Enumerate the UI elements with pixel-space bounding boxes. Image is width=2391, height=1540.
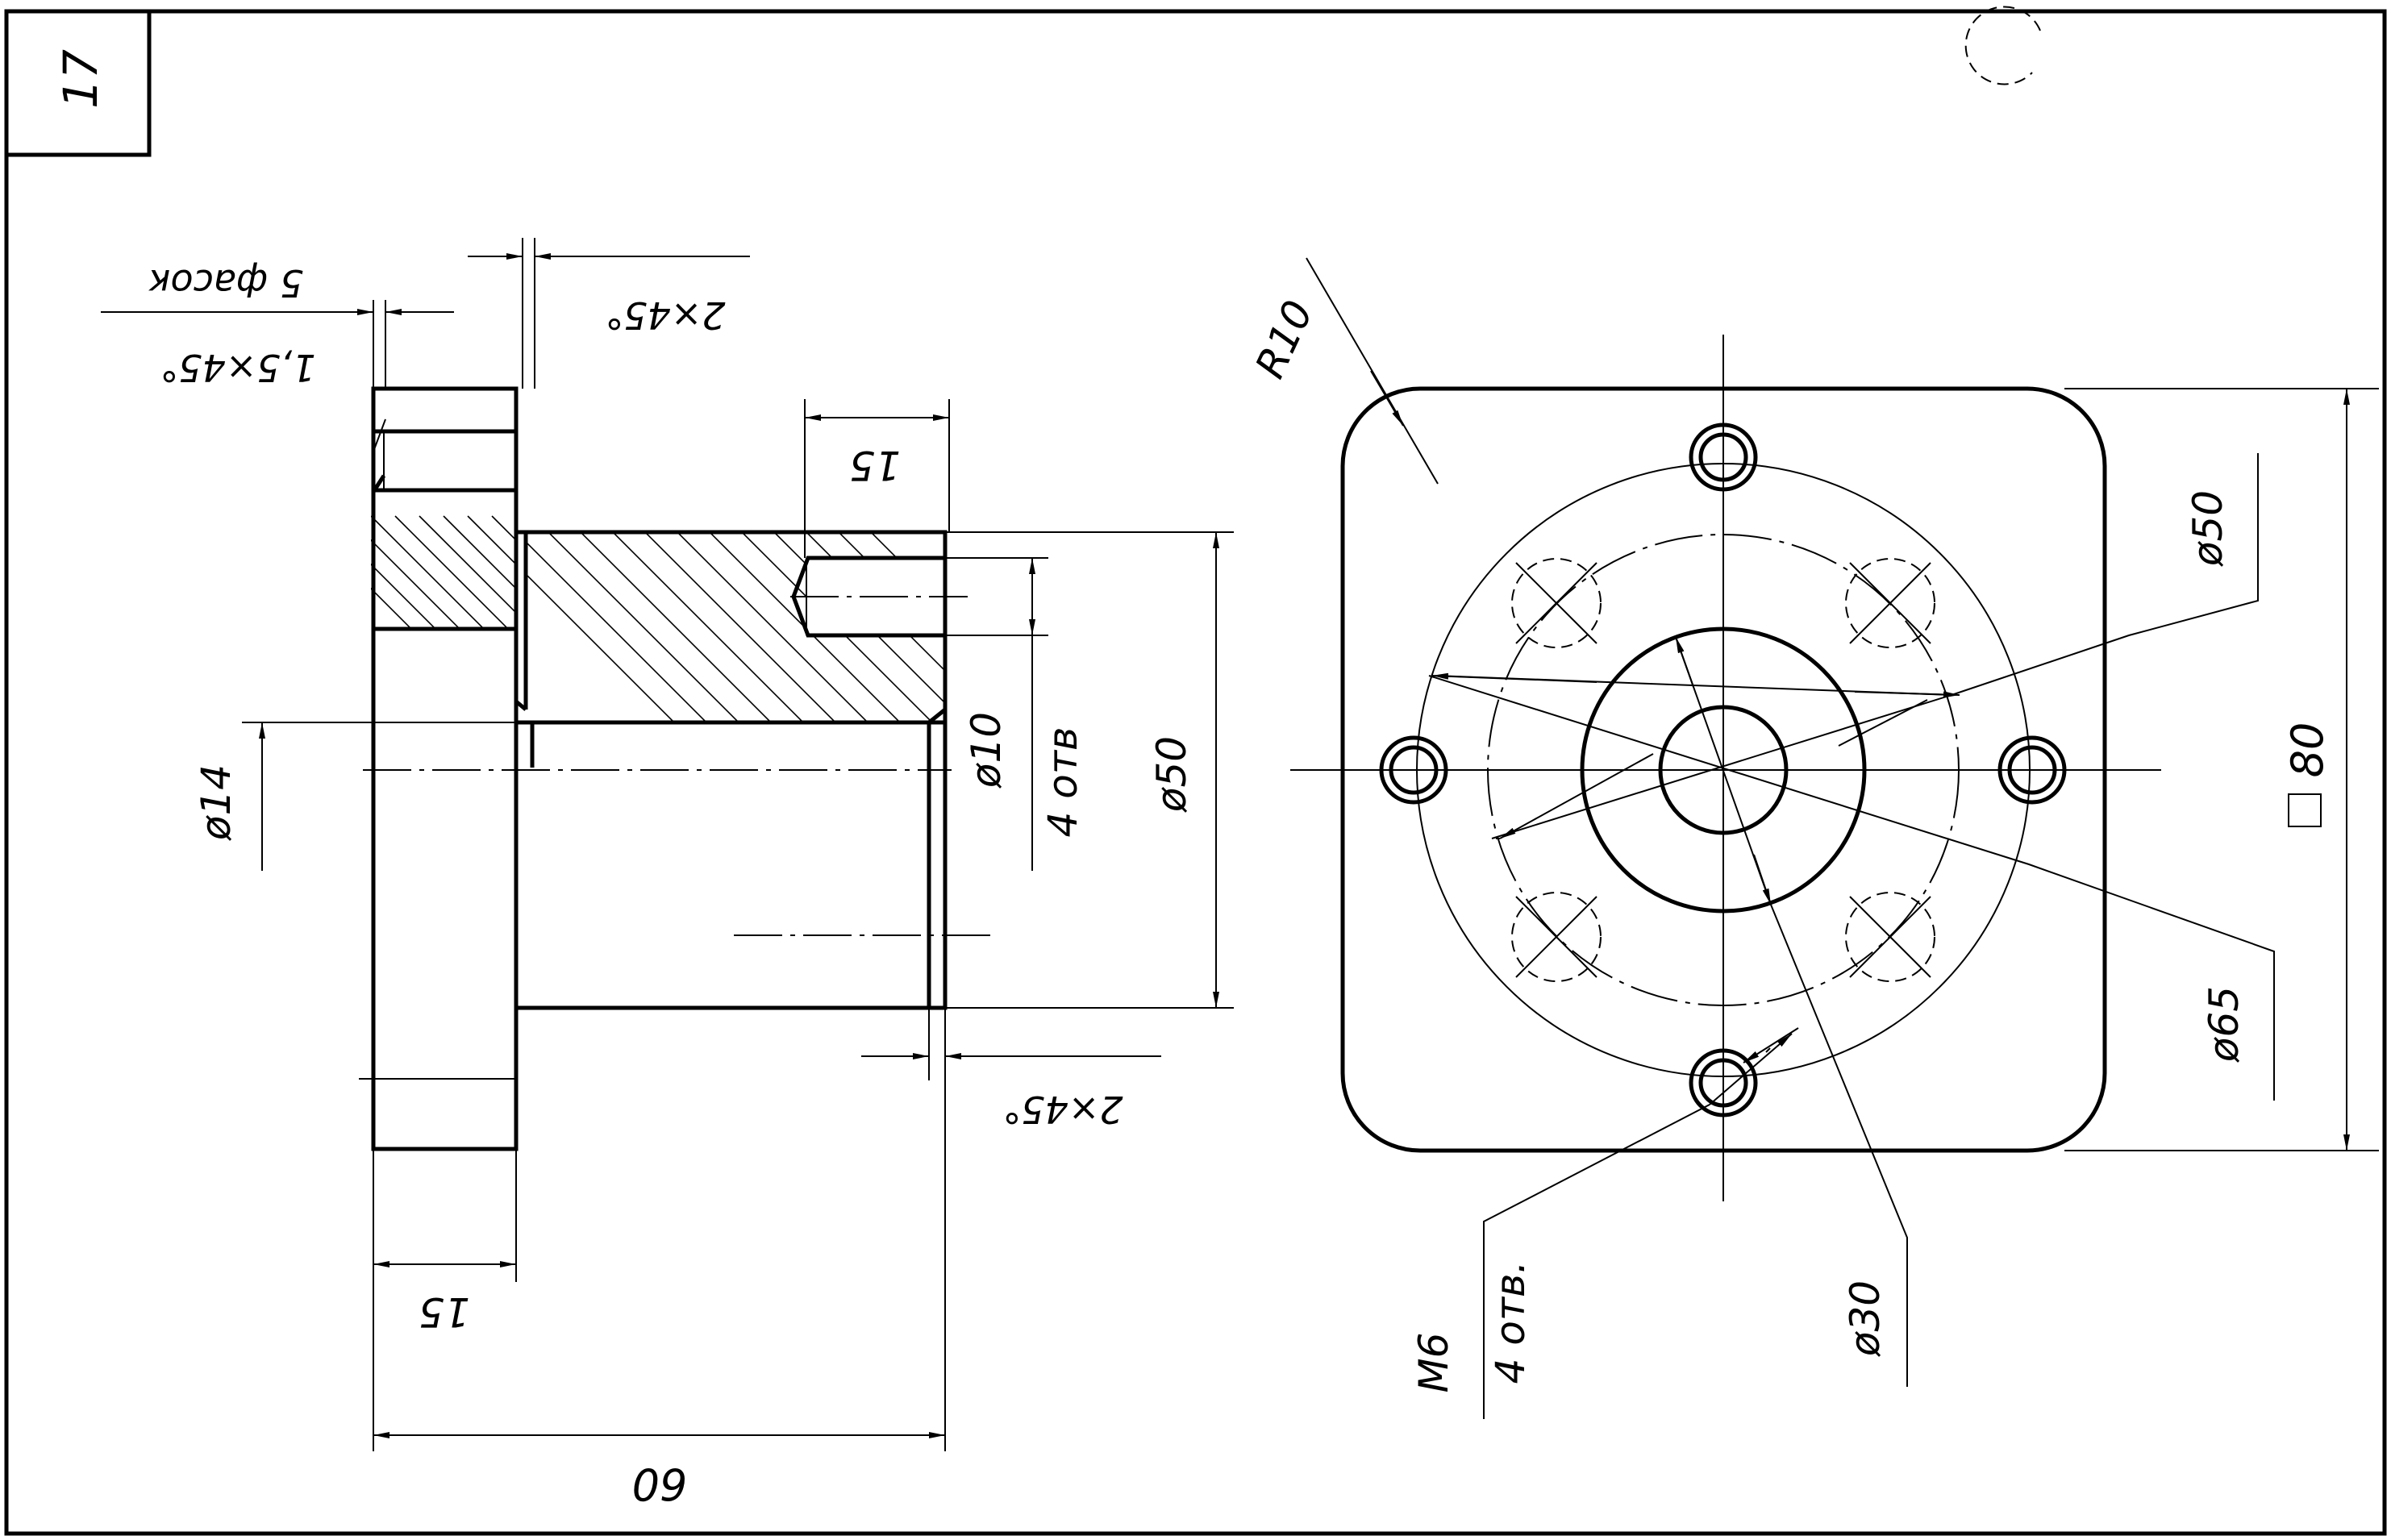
chamfer-top-label: 2×45° <box>605 293 725 337</box>
chamfer-count-label: 5 фасок <box>148 261 303 305</box>
hole-depth-label: 15 <box>849 442 901 489</box>
thread-count-label: 4 отв. <box>1487 1261 1534 1384</box>
circle-d50-label: ø50 <box>2185 490 2231 567</box>
hole-dia-label: ø10 <box>963 712 1010 789</box>
bore-dia-label: ø14 <box>193 764 240 841</box>
sheet-number: 17 <box>53 49 108 109</box>
hidden-holes <box>1511 558 1935 982</box>
corner-dashed-circle <box>1964 6 2041 85</box>
hub-hatching <box>524 532 943 722</box>
front-view: R10 ø50 ø65 ø30 80 M6 4 отв. <box>1247 257 2379 1419</box>
total-length-label: 60 <box>632 1459 688 1509</box>
circle-d30-label: ø30 <box>1842 1280 1889 1357</box>
sheet-frame <box>4 9 2387 1536</box>
thread-label: M6 <box>1410 1333 1457 1393</box>
chamfer-small-label: 1,5×45° <box>160 346 315 389</box>
circle-d65-label: ø65 <box>2201 986 2247 1063</box>
fillet-radius-label: R10 <box>1247 293 1323 385</box>
flange-outline <box>371 386 519 1151</box>
bolt-holes <box>1379 422 2067 1118</box>
hole-count-label: 4 отв <box>1039 727 1086 838</box>
circle-d50 <box>1487 534 1960 1006</box>
square-size-label: 80 <box>2282 722 2333 778</box>
section-view: 5 фасок 1,5×45° 2×45° 15 ø10 4 отв ø50 ø… <box>101 238 1234 1509</box>
circle-d30 <box>1580 626 1867 914</box>
circle-d65 <box>1416 463 2031 1077</box>
flange-width-label: 15 <box>419 1288 470 1335</box>
chamfer-bottom-label: 2×45° <box>1002 1088 1123 1131</box>
section-hatching <box>371 515 516 629</box>
bore-circle <box>1658 705 1789 835</box>
sheet-number-box <box>4 9 152 157</box>
square-symbol <box>2288 793 2322 827</box>
outer-dia-label: ø50 <box>1148 736 1195 813</box>
